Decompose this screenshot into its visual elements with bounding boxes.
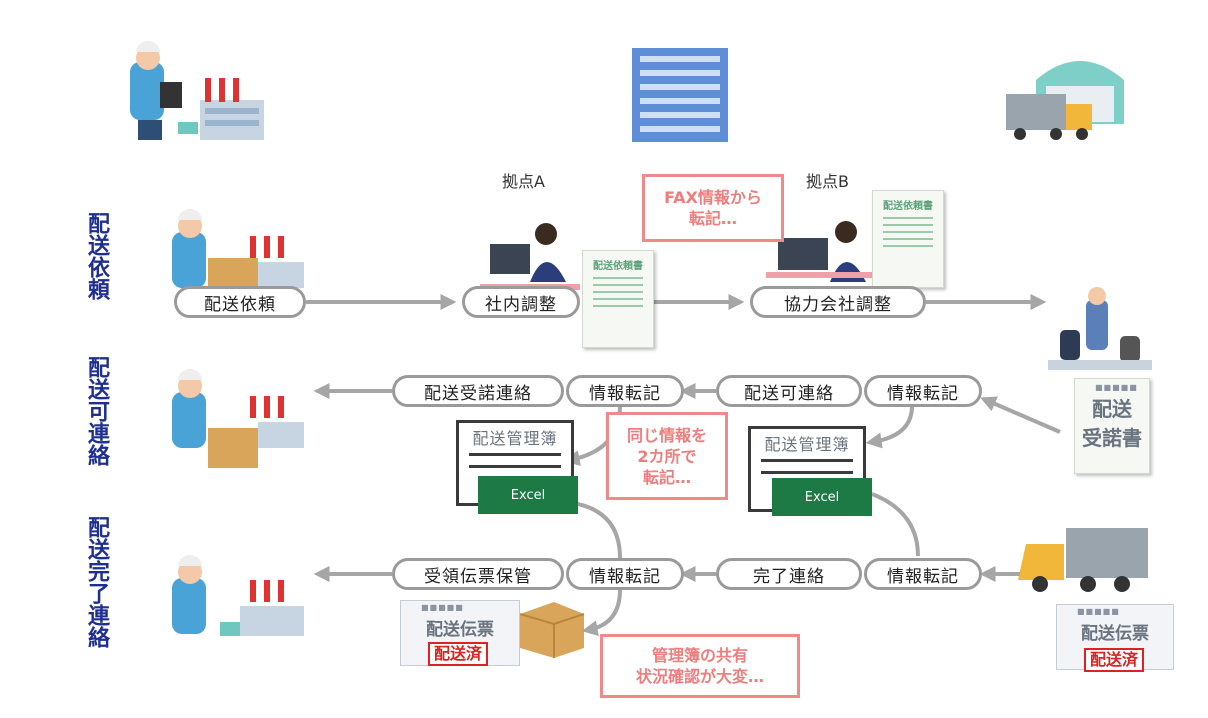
row-label-complete: 配送完了連絡 — [84, 516, 109, 648]
callout-fax-line-2: 転記… — [688, 209, 737, 228]
slip-title: 配送伝票 — [1081, 624, 1149, 644]
callout-fax-transcription: FAX情報から 転記… — [642, 174, 784, 242]
request-form-title: 配送依頼書 — [883, 201, 933, 212]
row-label-request: 配送依頼 — [84, 212, 109, 300]
callout-dup-line-3: 転記… — [642, 467, 691, 487]
slip-title: 配送伝票 — [426, 620, 494, 640]
acceptance-ticks: ■■■■■ — [1095, 383, 1138, 392]
step-transcribe[interactable]: 情報転記 — [566, 375, 684, 407]
factory-worker-icon — [172, 555, 304, 636]
acceptance-title-2: 受諾書 — [1082, 426, 1142, 450]
callout-duplicate-entry: 同じ情報を 2カ所で 転記… — [606, 412, 728, 500]
partner-company-icon — [1048, 287, 1152, 370]
operator-b-icon — [766, 221, 876, 282]
arrow-transcribe-to-ledger-b — [865, 405, 914, 449]
delivery-slip: ■■■■■ 配送伝票 — [1056, 604, 1174, 670]
delivery-truck-icon — [1018, 528, 1148, 592]
request-form-title: 配送依頼書 — [593, 261, 643, 272]
office-building-icon — [632, 48, 728, 142]
factory-worker-icon — [172, 209, 304, 294]
arrow-transcribe-to-box — [581, 589, 622, 637]
factory-worker-icon — [130, 41, 182, 140]
excel-badge: Excel — [772, 478, 872, 516]
acceptance-title-1: 配送 — [1092, 397, 1132, 421]
arrow-excel-to-transcribe — [871, 492, 920, 557]
step-transcribe[interactable]: 情報転記 — [864, 558, 982, 590]
callout-ledger-sharing: 管理簿の共有 状況確認が大変… — [600, 634, 800, 698]
callout-share-line-2: 状況確認が大変… — [635, 667, 764, 686]
step-partner-adjust[interactable]: 協力会社調整 — [750, 286, 926, 318]
callout-dup-line-2: 2カ所で — [637, 446, 697, 466]
step-done-notice[interactable]: 完了連絡 — [716, 558, 862, 590]
step-transcribe[interactable]: 情報転記 — [864, 375, 982, 407]
delivered-stamp: 配送済 — [1084, 648, 1145, 672]
acceptance-doc: ■■■■■ 配送 受諾書 — [1074, 378, 1150, 474]
arrow-acceptance-to-transcribe — [980, 396, 1061, 434]
delivered-stamp: 配送済 — [428, 642, 489, 666]
site-label-b: 拠点B — [806, 172, 849, 191]
step-request[interactable]: 配送依頼 — [174, 286, 306, 318]
warehouse-truck-icon — [1006, 61, 1124, 140]
factory-icon — [178, 78, 264, 140]
request-form-doc: 配送依頼書 — [582, 250, 654, 348]
step-receipt-notice[interactable]: 配送受諾連絡 — [392, 375, 564, 407]
request-form-doc: 配送依頼書 — [872, 190, 944, 288]
step-possible-notice[interactable]: 配送可連絡 — [716, 375, 862, 407]
step-internal-adjust[interactable]: 社内調整 — [462, 286, 580, 318]
ledger-title: 配送管理簿 — [764, 435, 850, 454]
slip-ticks: ■■■■■ — [421, 603, 464, 612]
excel-badge: Excel — [478, 476, 578, 514]
ledger-title: 配送管理簿 — [472, 429, 558, 448]
step-transcribe[interactable]: 情報転記 — [566, 558, 684, 590]
step-slip-store[interactable]: 受領伝票保管 — [392, 558, 564, 590]
cardboard-box-icon — [519, 602, 585, 658]
row-label-confirm: 配送可連絡 — [84, 356, 109, 466]
factory-worker-icon — [172, 369, 304, 468]
callout-fax-line-1: FAX情報から — [664, 188, 762, 207]
operator-a-icon — [480, 223, 580, 290]
slip-ticks: ■■■■■ — [1077, 607, 1120, 616]
callout-share-line-1: 管理簿の共有 — [651, 646, 748, 665]
callout-dup-line-1: 同じ情報を — [626, 425, 707, 445]
site-label-a: 拠点A — [502, 172, 545, 191]
